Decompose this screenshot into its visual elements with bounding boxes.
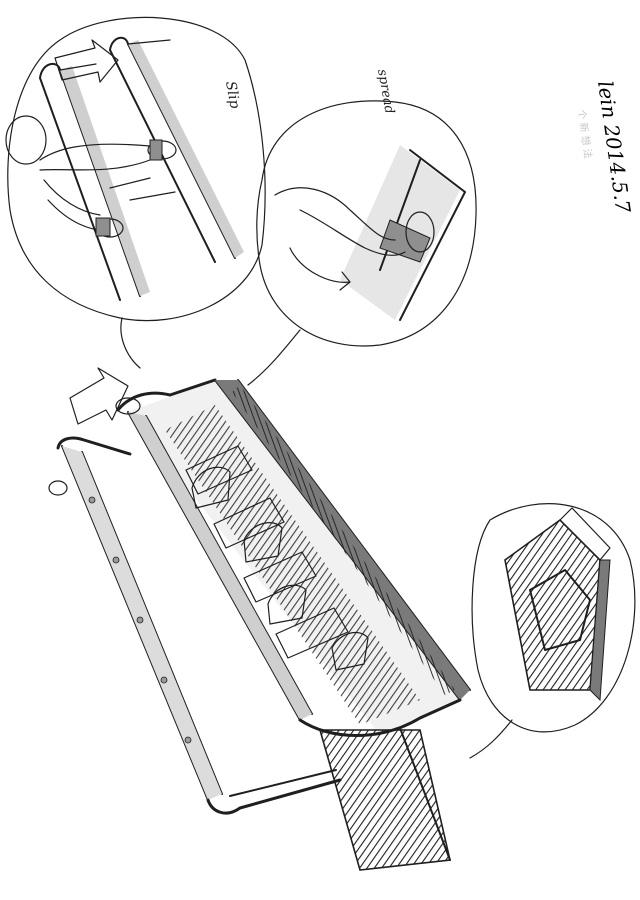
slip-label: Slip [222,80,243,110]
spread-detail-bubble: spread [247,68,477,386]
hand-gripping-handle [274,187,406,256]
faint-note: 个 新 想 法 [575,109,595,160]
arrow-icon [54,39,119,83]
tray-tail [318,727,451,871]
main-product-sketch [48,367,471,871]
gripper-2 [243,522,283,563]
tray-end-knob [115,397,141,415]
slip-detail-bubble: Slip [5,16,266,369]
slip-handle-lower [95,217,124,238]
gripper-3 [267,584,307,625]
signature: lein 2014.5.7 [593,79,635,214]
tray-body [115,378,471,737]
rotate-arrow-icon [289,247,351,291]
spread-label: spread [374,68,397,115]
gripper-4 [331,631,369,671]
gripper-1 [191,466,231,509]
big-arrow-icon [69,367,129,425]
spread-rail [340,145,466,321]
slip-rails [39,36,244,301]
section-detail-bubble [469,503,636,759]
slip-handle-upper [147,139,177,161]
end-knob [48,480,68,496]
outer-frame [48,436,342,815]
